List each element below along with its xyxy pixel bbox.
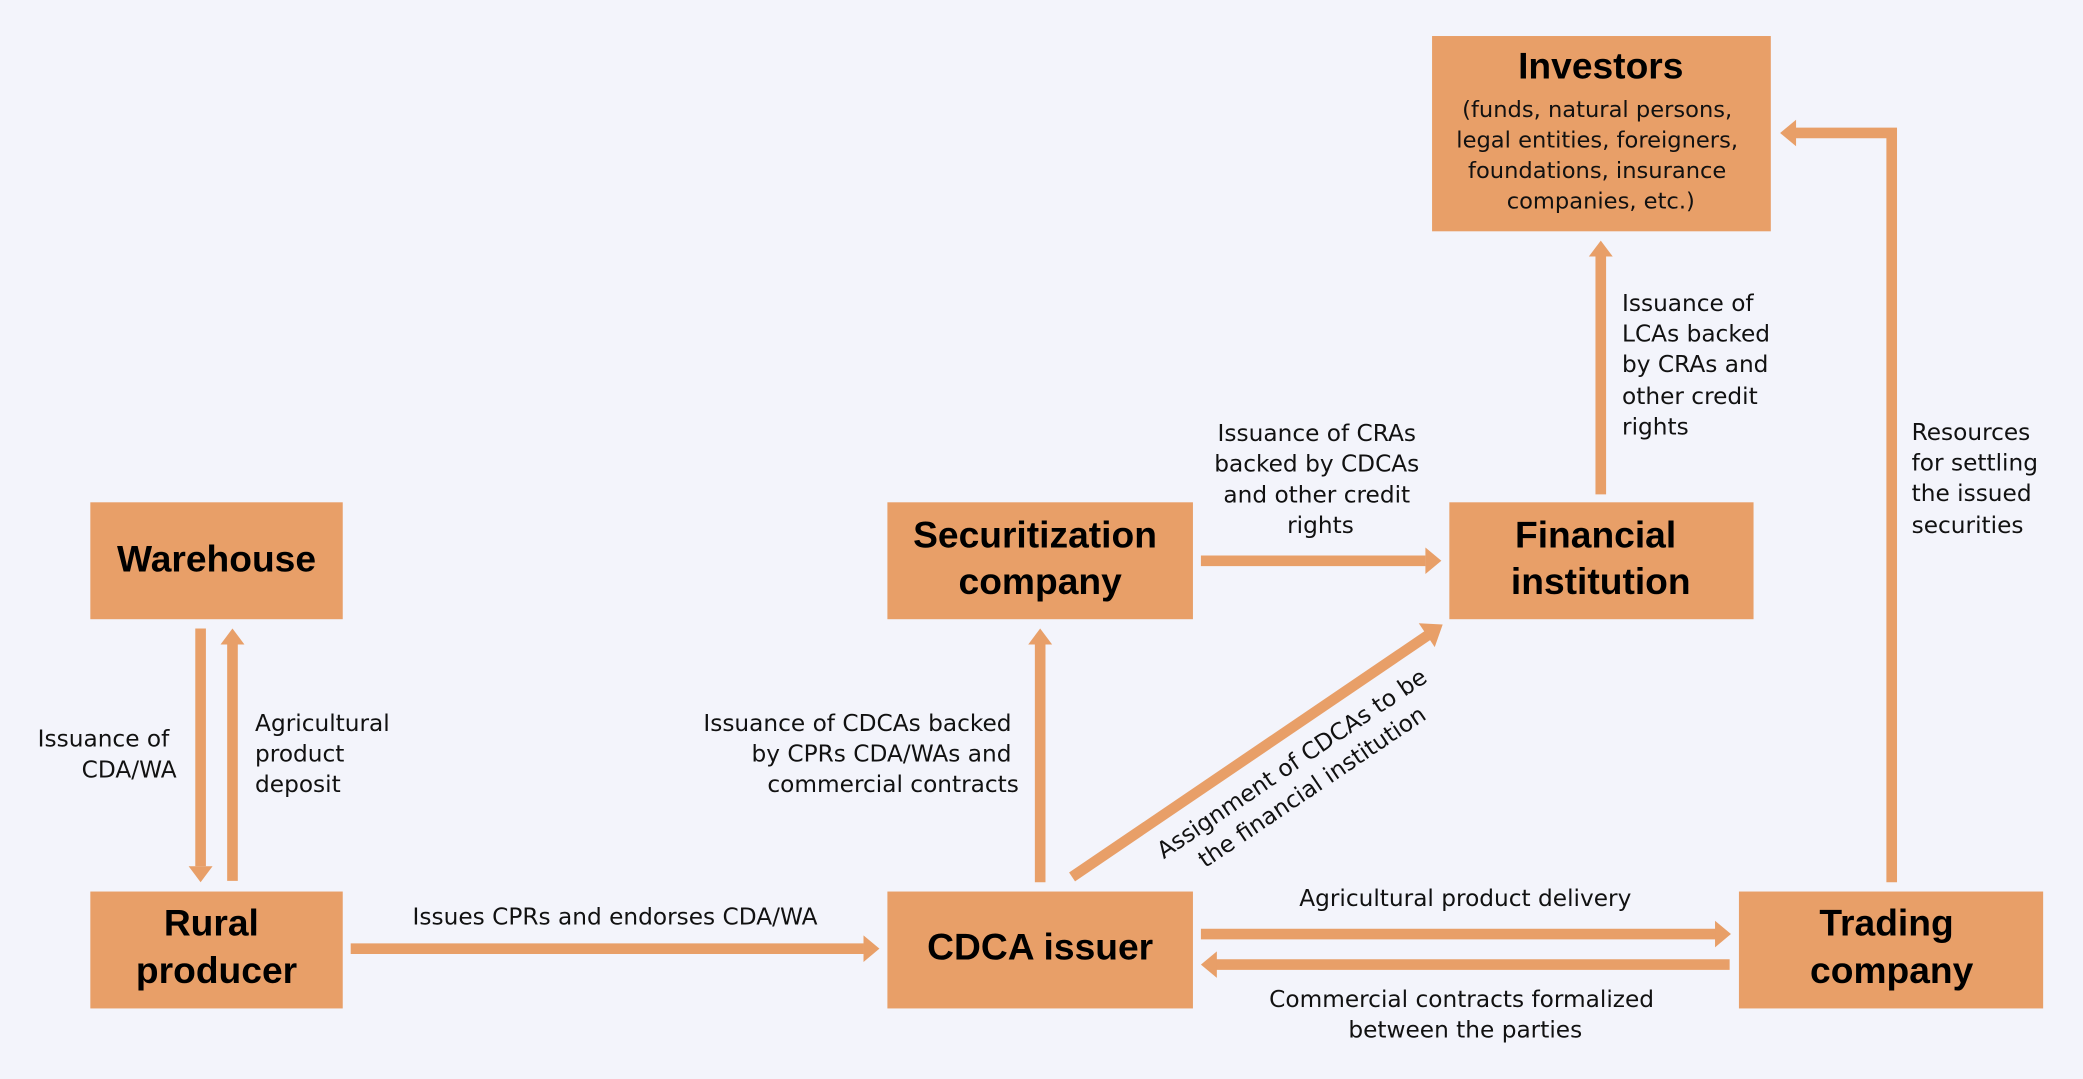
arrow-securitization-to-financial: [1200, 547, 1442, 575]
arrow-trading-to-investors: [1780, 119, 1898, 883]
label-cda-issuance: Issuance of CDA/WA: [38, 726, 177, 784]
warehouse-title: Warehouse: [117, 537, 316, 579]
node-cdca-issuer: CDCA issuer: [887, 891, 1193, 1009]
label-resources: Resources for settling the issued securi…: [1912, 419, 2046, 539]
arrow-cdca-to-securitization: [1028, 628, 1053, 883]
arrow-rural-to-cdca: [350, 935, 880, 962]
rural-title: Rural producer: [136, 901, 297, 991]
arrows: [188, 119, 1898, 978]
label-cra-issuance: Issuance of CRAs backed by CDCAs and oth…: [1214, 420, 1426, 539]
arrow-rural-to-warehouse: [220, 628, 245, 881]
trading-title: Trading company: [1810, 901, 1974, 991]
label-issues-cprs: Issues CPRs and endorses CDA/WA: [413, 904, 818, 931]
cdca-title: CDCA issuer: [927, 925, 1153, 967]
arrow-financial-to-investors: [1588, 240, 1613, 495]
arrow-warehouse-to-rural: [188, 628, 213, 883]
label-cdca-issuance: Issuance of CDCAs backed by CPRs CDA/WAs…: [703, 710, 1019, 798]
securitization-title: Securitization company: [913, 513, 1167, 601]
arrow-trading-to-cdca: [1200, 951, 1730, 978]
label-lca-issuance: Issuance of LCAs backed by CRAs and othe…: [1622, 290, 1777, 441]
investors-title: Investors: [1518, 45, 1683, 87]
node-securitization-company: Securitization company: [887, 502, 1193, 620]
arrow-cdca-to-financial: [1069, 623, 1443, 882]
label-delivery: Agricultural product delivery: [1299, 885, 1631, 912]
investors-subtitle: (funds, natural persons, legal entities,…: [1456, 97, 1745, 215]
node-investors: Investors (funds, natural persons, legal…: [1432, 36, 1771, 232]
arrow-cdca-to-trading: [1200, 920, 1731, 948]
node-financial-institution: Financial institution: [1449, 502, 1754, 620]
node-trading-company: Trading company: [1738, 891, 2044, 1009]
node-rural-producer: Rural producer: [90, 891, 343, 1009]
node-warehouse: Warehouse: [90, 502, 343, 620]
financial-title: Financial institution: [1511, 513, 1691, 601]
label-contracts: Commercial contracts formalized between …: [1269, 986, 1661, 1044]
label-product-deposit: Agricultural product deposit: [255, 710, 397, 798]
